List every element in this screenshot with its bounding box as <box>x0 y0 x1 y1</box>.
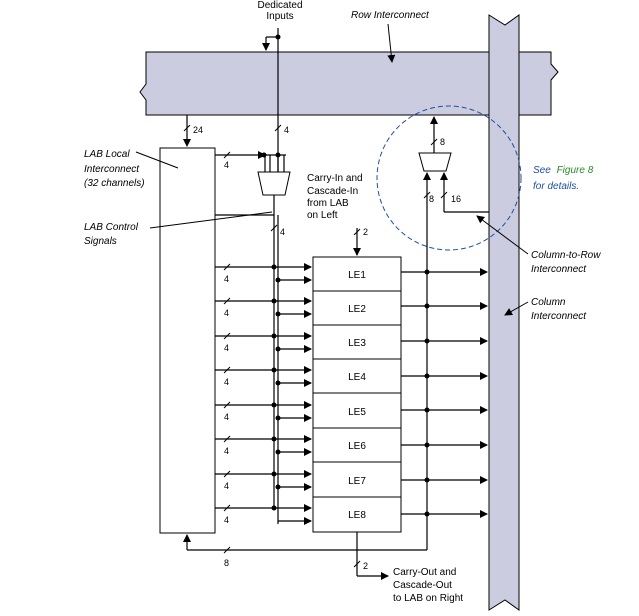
column-to-row-label: Column-to-Row <box>531 250 601 261</box>
lab-local-label: (32 channels) <box>84 178 145 189</box>
lab-local-label: LAB Local <box>84 149 130 160</box>
figure-8-link[interactable]: Figure 8 <box>557 165 594 176</box>
carry-out-label: Cascade-Out <box>393 580 452 591</box>
lab-local-label: Interconnect <box>84 164 140 175</box>
le-label: LE4 <box>348 372 366 383</box>
bus-width: 4 <box>224 308 229 318</box>
row-interconnect-label: Row Interconnect <box>351 10 430 21</box>
bus-width: 8 <box>440 137 445 147</box>
bus-width: 4 <box>224 343 229 353</box>
row-interconnect-band <box>139 51 559 116</box>
le-label: LE7 <box>348 476 366 487</box>
bus-width: 16 <box>451 194 461 204</box>
row-interconnect-leader <box>387 23 396 63</box>
lab-local-leader <box>135 151 179 169</box>
le-output-connections <box>183 184 488 551</box>
carry-out-label: to LAB on Right <box>393 593 463 604</box>
see-figure-prefix: See <box>533 165 551 176</box>
le-label: LE1 <box>348 270 366 281</box>
column-interconnect-band <box>488 14 520 611</box>
column-to-row-leader <box>476 215 529 255</box>
column-interconnect-label: Column <box>531 297 566 308</box>
bus-width: 8 <box>224 558 229 568</box>
carry-in-label: from LAB <box>307 198 349 209</box>
column-interconnect-leader <box>504 301 529 316</box>
junction-dot <box>261 152 267 158</box>
column-to-row-mux <box>418 152 452 172</box>
lab-local-interconnect-box <box>159 147 216 534</box>
carry-out-label: Carry-Out and <box>393 567 456 578</box>
carry-in-label: Carry-In and <box>307 173 363 184</box>
le-label: LE3 <box>348 338 366 349</box>
bus-width: 2 <box>363 227 368 237</box>
bus-width: 4 <box>280 227 285 237</box>
callout-circle <box>376 105 522 251</box>
bus-width: 4 <box>224 274 229 284</box>
bus-width: 4 <box>224 160 229 170</box>
carry-in-label: on Left <box>307 210 338 221</box>
lab-control-leader <box>149 211 273 229</box>
output-junction-dots <box>424 269 430 517</box>
bus-width: 4 <box>224 481 229 491</box>
lab-control-label: Signals <box>84 236 117 247</box>
bus-width: 2 <box>363 561 368 571</box>
bus-width: 4 <box>284 125 289 135</box>
le-stack <box>312 256 402 533</box>
see-figure-label: See Figure 8 <box>533 165 594 176</box>
column-mux-wires <box>423 116 489 213</box>
bus-width: 24 <box>193 125 203 135</box>
le-label: LE5 <box>348 407 366 418</box>
carry-in-label: Cascade-In <box>307 186 358 197</box>
see-figure-label: for details. <box>533 181 579 192</box>
column-to-row-label: Interconnect <box>531 264 587 275</box>
le-label: LE8 <box>348 510 366 521</box>
bus-width: 4 <box>224 446 229 456</box>
lab-control-label: LAB Control <box>84 222 139 233</box>
column-interconnect-label: Interconnect <box>531 311 587 322</box>
dedicated-mux <box>257 171 291 196</box>
le-input-connections <box>215 263 312 525</box>
dedicated-inputs-label: Inputs <box>266 11 293 22</box>
carry-out-path <box>356 532 389 580</box>
bus-width-slashes <box>183 124 448 568</box>
le-label: LE2 <box>348 304 366 315</box>
junction-dot <box>275 34 281 40</box>
mux-inputs <box>215 151 286 215</box>
bus-width: 4 <box>224 412 229 422</box>
bus-width: 4 <box>224 515 229 525</box>
bus-width: 8 <box>429 194 434 204</box>
bus-width: 4 <box>224 377 229 387</box>
junction-dot <box>275 152 281 158</box>
le-label: LE6 <box>348 441 366 452</box>
dedicated-inputs-label: Dedicated <box>257 0 302 11</box>
